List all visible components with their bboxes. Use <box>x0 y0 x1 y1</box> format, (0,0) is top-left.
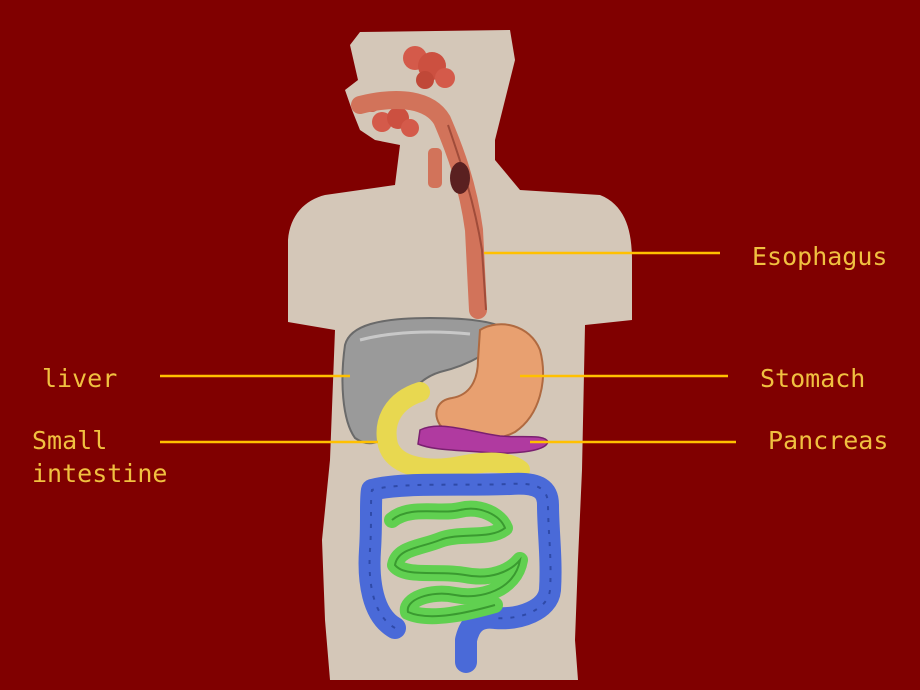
label-liver: liver <box>42 364 118 393</box>
label-pancreas: Pancreas <box>768 426 889 455</box>
label-small-intestine-line1: Small <box>32 426 108 455</box>
duodenum <box>376 382 530 480</box>
small-intestine <box>384 500 528 625</box>
large-intestine-haustra <box>368 482 552 629</box>
label-stomach: Stomach <box>760 364 866 393</box>
label-small-intestine: Small intestine <box>32 424 167 490</box>
large-intestine <box>358 472 562 673</box>
pharynx <box>450 162 470 194</box>
esophagus <box>351 91 487 319</box>
trachea <box>428 148 442 188</box>
liver-highlight <box>359 330 471 342</box>
label-small-intestine-line2: intestine <box>32 459 168 488</box>
label-esophagus: Esophagus <box>752 242 888 271</box>
